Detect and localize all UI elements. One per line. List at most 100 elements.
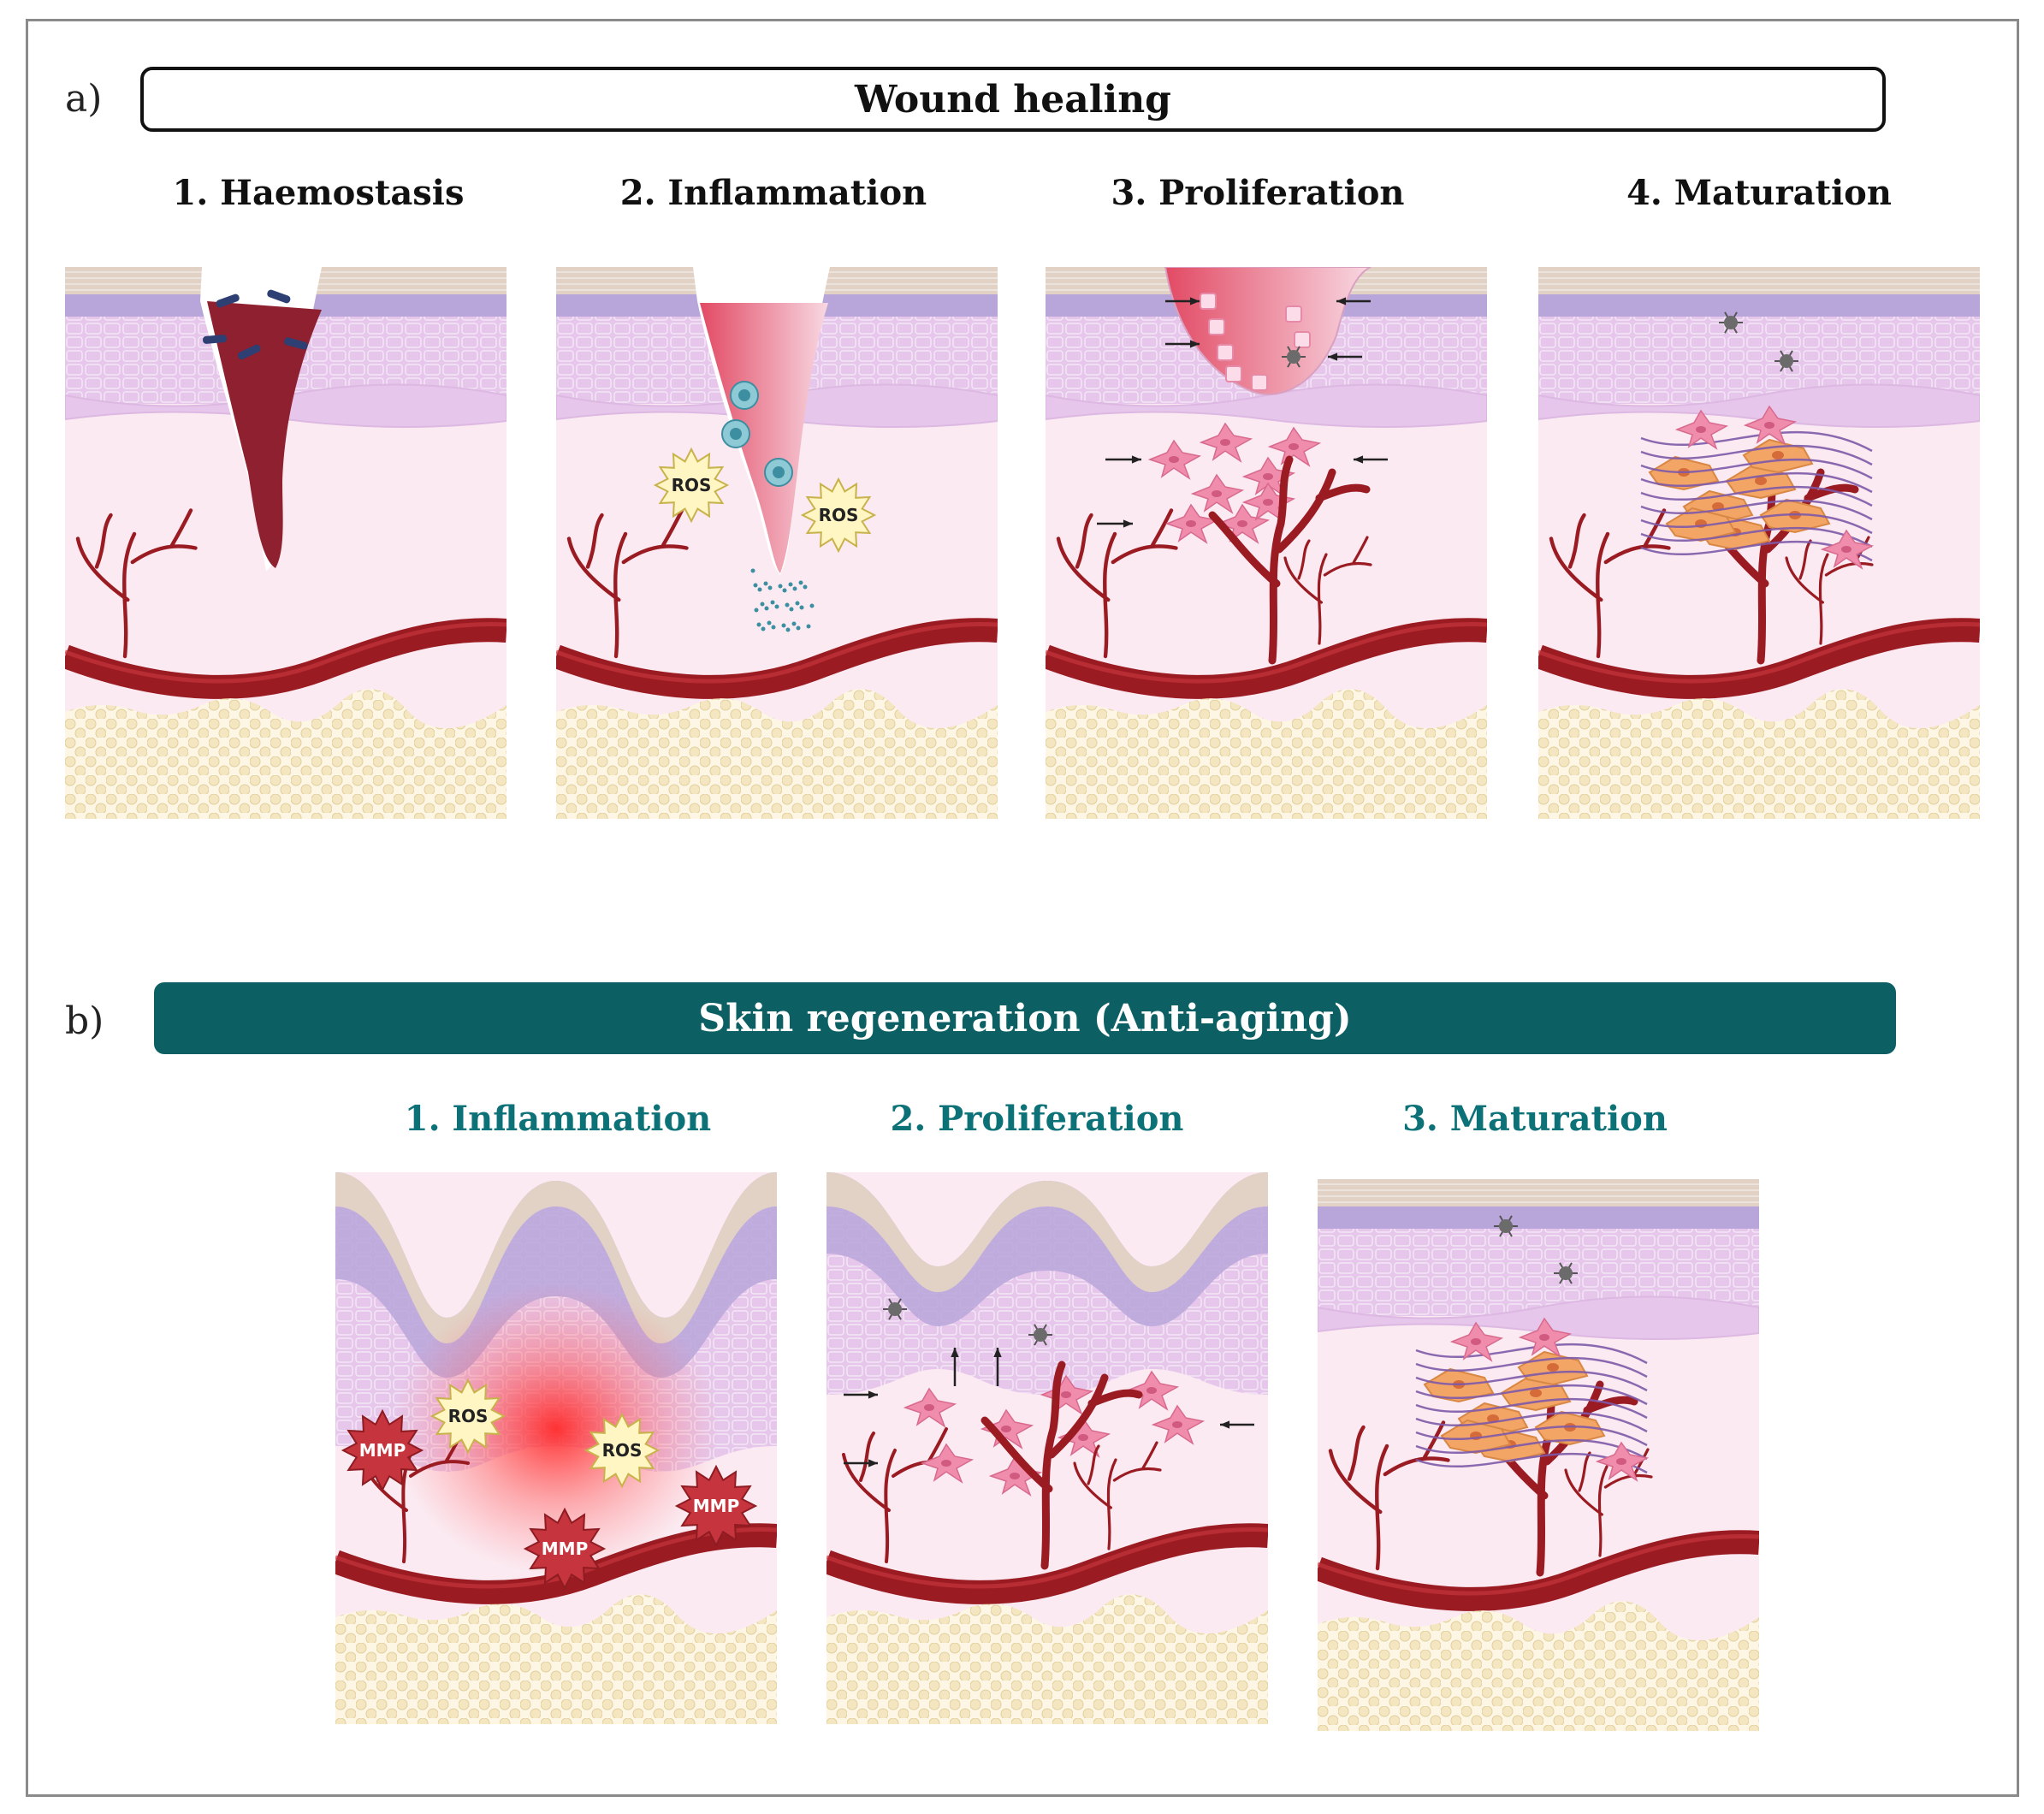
vessel-highlight	[1046, 622, 1487, 684]
ros-burst: ROS	[584, 1412, 661, 1489]
fibroblast-nucleus	[1696, 426, 1706, 433]
keratinocyte	[1225, 365, 1242, 382]
stem-cell	[1499, 1219, 1513, 1233]
secreted-factor	[803, 584, 808, 590]
collagen-fiber	[1640, 513, 1873, 535]
secreted-factor	[767, 585, 773, 590]
mmp-burst: MMP	[674, 1464, 758, 1548]
ros-burst: ROS	[653, 447, 730, 524]
panel-label-a: a)	[65, 77, 103, 121]
secreted-factor	[806, 624, 811, 629]
secreted-factor	[798, 580, 803, 585]
basal-membrane	[1538, 383, 1980, 429]
stage-title-haemostasis: 1. Haemostasis	[172, 173, 465, 213]
platelet	[216, 293, 240, 308]
mmp-burst-text: MMP	[542, 1538, 588, 1559]
arrow-head	[868, 1459, 878, 1467]
regen-illustration-maturation	[1318, 1179, 1759, 1731]
inflamed-wound	[700, 303, 828, 573]
platelet	[267, 289, 291, 304]
vessel-highlight	[65, 622, 507, 684]
secreted-factor	[754, 608, 759, 613]
angiogenesis-vessel	[1208, 455, 1371, 665]
vessel-highlight	[1538, 622, 1980, 684]
angiogenesis-vessel	[981, 1360, 1143, 1570]
immune-cell-nucleus	[730, 428, 742, 440]
secreted-factor	[788, 582, 793, 587]
collagen-fiber	[1640, 459, 1873, 480]
blood-vessel	[556, 618, 998, 699]
keratinocyte	[1285, 305, 1302, 323]
ros-burst-burst	[653, 447, 730, 524]
keratinocyte	[1208, 318, 1225, 335]
secreted-factor	[770, 600, 775, 605]
ros-burst-text: ROS	[819, 505, 859, 525]
capillary-branch-faint	[1785, 536, 1874, 645]
fibroblast-nucleus	[1146, 1387, 1157, 1394]
stem-cell	[1287, 350, 1300, 364]
regen-title-maturation: 3. Maturation	[1402, 1099, 1668, 1139]
secreted-factor	[764, 606, 769, 611]
basal-membrane	[1318, 1295, 1759, 1341]
fibroblast-nucleus	[1237, 520, 1247, 527]
stem-cell	[1724, 316, 1738, 329]
capillary-branch-left	[1056, 508, 1178, 659]
mmp-burst: MMP	[341, 1408, 424, 1492]
blood-vessel	[1538, 618, 1980, 699]
stage-title-maturation: 4. Maturation	[1626, 173, 1892, 213]
vessel-highlight	[1318, 1534, 1759, 1596]
stage-title-proliferation: 3. Proliferation	[1111, 173, 1405, 213]
basal-layer	[1538, 293, 1980, 317]
regen-panel-maturation	[1318, 1179, 1759, 1731]
skin-panel-haemostasis	[65, 267, 507, 819]
vessel-highlight	[826, 1527, 1268, 1589]
regen-title-inflammation: 1. Inflammation	[404, 1099, 712, 1139]
secreted-factor	[750, 568, 755, 573]
epidermis-layer	[826, 1172, 1268, 1395]
collagen-fiber	[1640, 486, 1873, 507]
mmp-burst-burst	[523, 1507, 607, 1591]
fat-layer	[1318, 1601, 1759, 1731]
capillary-branch-left	[566, 508, 689, 659]
capillary-branch-left	[75, 508, 198, 659]
mmp-burst: MMP	[523, 1507, 607, 1591]
arrow-head	[1354, 455, 1364, 464]
basal-membrane	[1046, 383, 1487, 429]
ros-burst: ROS	[800, 477, 877, 554]
collagen-fiber	[1640, 500, 1873, 521]
secreted-factor	[753, 583, 758, 588]
fibroblast-nucleus	[1616, 1458, 1626, 1465]
arrow-head	[1123, 519, 1133, 528]
secreted-factor	[796, 625, 801, 631]
keratinocyte	[1251, 374, 1268, 391]
fibroblast-nucleus	[1263, 473, 1273, 480]
blood-clot	[207, 301, 322, 568]
fibroblast-nucleus	[1471, 1338, 1481, 1345]
regen-panel-proliferation	[826, 1172, 1268, 1724]
collagen-fiber	[1640, 431, 1873, 453]
fibroblast-nucleus	[1220, 439, 1230, 446]
fibroblast-nucleus	[1289, 443, 1299, 450]
collagen-fiber	[1415, 1426, 1648, 1447]
collagen-fiber	[1415, 1412, 1648, 1433]
collagen-fiber	[1640, 527, 1873, 548]
arrow-head	[1189, 297, 1200, 305]
ros-burst-burst	[430, 1378, 507, 1455]
blood-vessel	[1318, 1530, 1759, 1611]
fibroblast-nucleus	[924, 1404, 934, 1411]
ros-burst-text: ROS	[448, 1406, 489, 1426]
fat-layer	[65, 689, 507, 819]
fibroblast-nucleus	[1764, 422, 1774, 429]
basal-layer	[1318, 1205, 1759, 1229]
fat-layer	[335, 1594, 777, 1724]
secreted-factor	[792, 586, 797, 591]
arrow-head	[1336, 297, 1347, 305]
arrow-head	[1131, 455, 1141, 464]
secreted-factor	[809, 603, 815, 608]
mmp-burst-text: MMP	[359, 1440, 406, 1461]
blood-vessel	[1046, 618, 1487, 699]
keratinocyte	[1294, 331, 1311, 348]
myofibroblast-nucleus	[1772, 451, 1784, 459]
arrow-head	[868, 1390, 878, 1399]
